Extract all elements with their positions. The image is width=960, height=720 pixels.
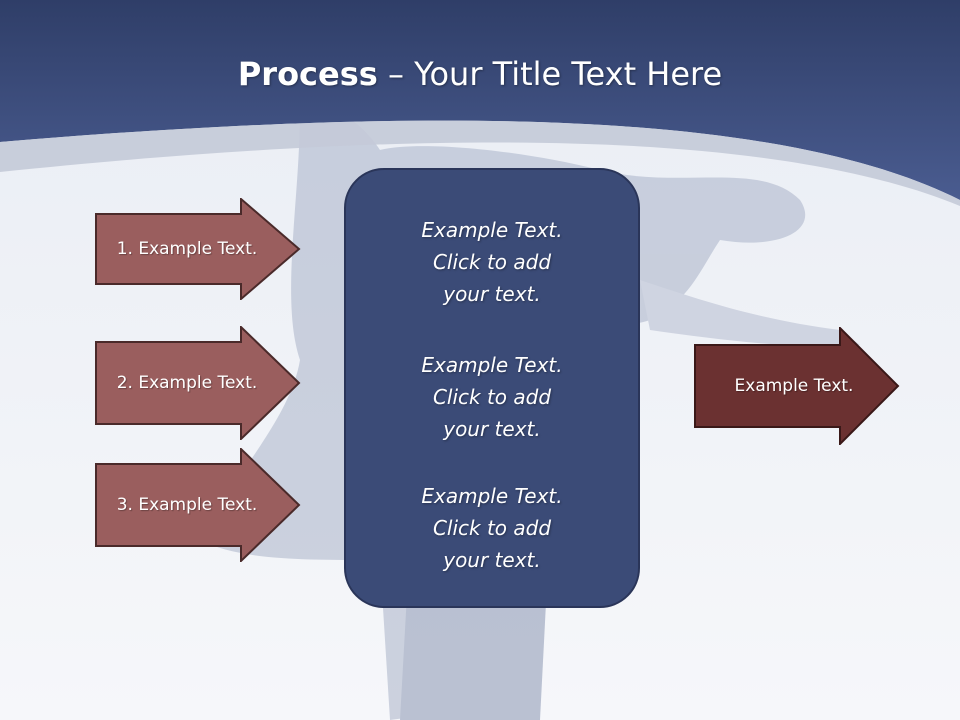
center-block-1-line1: Example Text. (421, 218, 563, 242)
header-band (0, 0, 960, 200)
center-block-2-line2: Click to add (432, 385, 552, 409)
center-block-3-line1: Example Text. (421, 484, 563, 508)
title-bold: Process (237, 55, 378, 93)
center-block-1: Example Text. Click to add your text. (346, 214, 638, 310)
left-arrow-2-label: 2. Example Text. (116, 373, 258, 393)
left-arrow-3-label: 3. Example Text. (116, 495, 258, 515)
center-block-1-line3: your text. (443, 282, 541, 306)
center-block-2-line3: your text. (443, 417, 541, 441)
right-arrow-label: Example Text. (734, 376, 854, 396)
slide-title: Process – Your Title Text Here (0, 52, 960, 96)
header-swoosh (0, 120, 960, 206)
left-arrow-3: 3. Example Text. (95, 448, 301, 562)
center-block-3-line3: your text. (443, 548, 541, 572)
center-box: Example Text. Click to add your text. Ex… (344, 168, 640, 608)
center-block-3-line2: Click to add (432, 516, 552, 540)
center-block-2-line1: Example Text. (421, 353, 563, 377)
center-block-1-line2: Click to add (432, 250, 552, 274)
left-arrow-3-shape (95, 448, 301, 562)
right-arrow: Example Text. (694, 327, 900, 445)
left-arrow-2: 2. Example Text. (95, 326, 301, 440)
left-arrow-1: 1. Example Text. (95, 198, 301, 300)
title-rest: – Your Title Text Here (377, 55, 723, 93)
left-arrow-1-label: 1. Example Text. (116, 239, 258, 259)
center-block-2: Example Text. Click to add your text. (346, 349, 638, 445)
left-arrow-2-shape (95, 326, 301, 440)
left-arrow-1-shape (95, 198, 301, 300)
right-arrow-shape (694, 327, 900, 445)
center-block-3: Example Text. Click to add your text. (346, 480, 638, 576)
